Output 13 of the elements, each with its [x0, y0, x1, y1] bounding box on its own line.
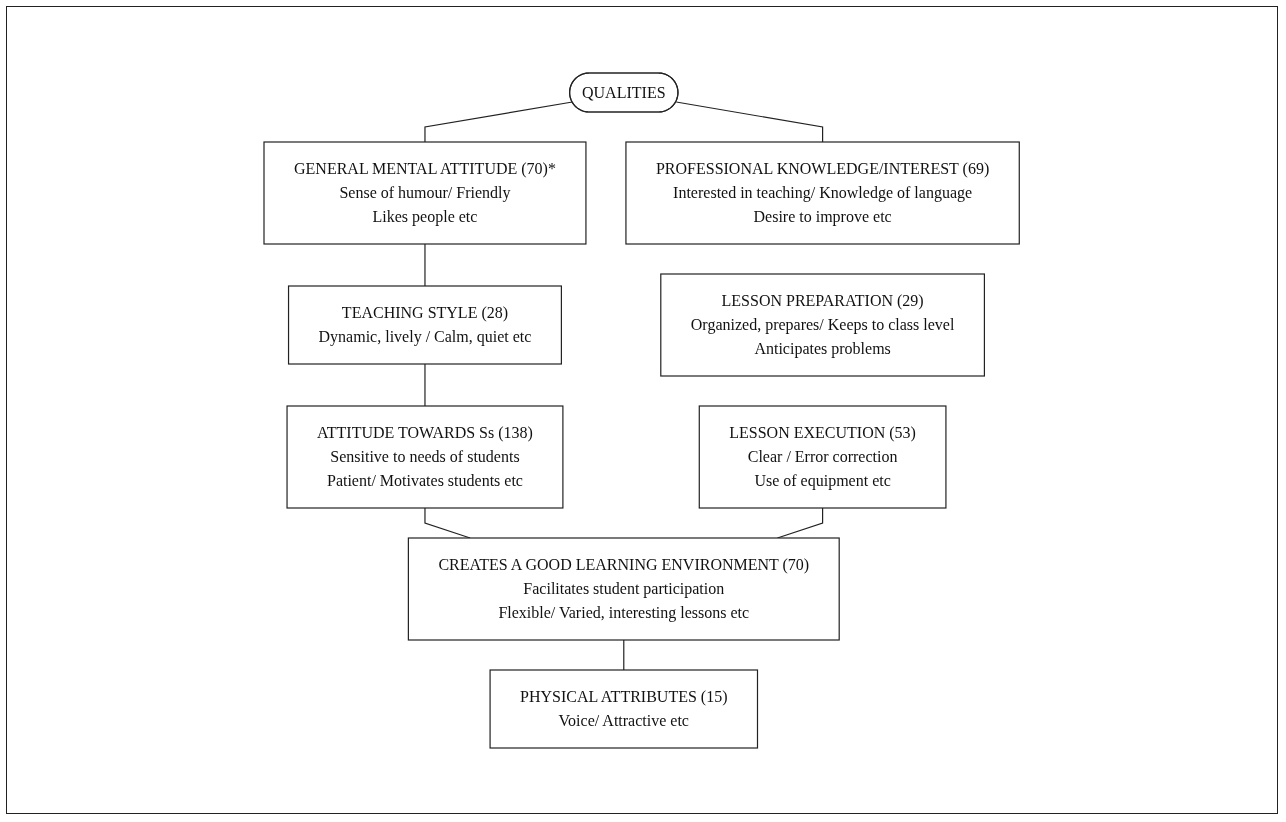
connector [424, 362, 426, 407]
node-box: LESSON EXECUTION (53) Clear / Error correction Use of equipment etc [699, 404, 947, 509]
node-box: PROFESSIONAL KNOWLEDGE/INTEREST (69) Interested in teaching/ Knowledge of language Desire to improve etc [625, 140, 1021, 245]
node-box: ATTITUDE TOWARDS Ss (138) Sensitive to needs of students Patient/ Motivates students etc [286, 404, 564, 509]
connector [676, 100, 824, 143]
connector [424, 242, 426, 287]
connector [424, 100, 574, 143]
node-box: GENERAL MENTAL ATTITUDE (70)* Sense of humour/ Friendly Likes people etc [263, 140, 587, 245]
connector [623, 638, 625, 671]
node-box: CREATES A GOOD LEARNING ENVIRONMENT (70) Facilitates student participation Flexible/ Varied, interesting lessons etc [408, 536, 841, 641]
node-box: PHYSICAL ATTRIBUTES (15) Voice/ Attractive etc [489, 668, 759, 749]
node-box: LESSON PREPARATION (29) Organized, prepares/ Keeps to class level Anticipates problems [660, 272, 986, 377]
node-box: TEACHING STYLE (28) Dynamic, lively / Calm, quiet etc [288, 284, 563, 365]
